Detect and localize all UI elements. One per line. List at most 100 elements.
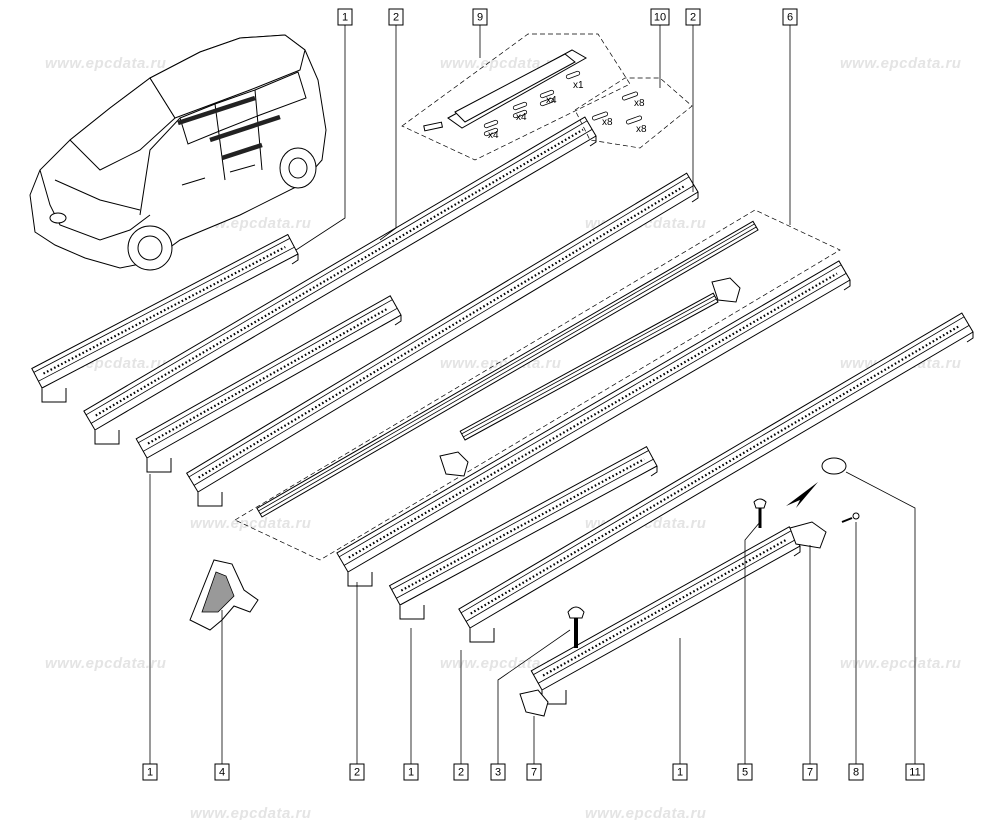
bolt-part: [567, 606, 585, 648]
callout-number: 1: [408, 767, 414, 779]
roof-rail-track: [530, 526, 801, 705]
callout-frame: [453, 763, 469, 781]
callout-box: 11: [905, 763, 925, 781]
callout-frame: [905, 763, 925, 781]
callout-box: 4: [214, 763, 230, 781]
roof-rail-track: [459, 292, 719, 441]
callout-box: 2: [388, 8, 404, 26]
quantity-label: x8: [634, 98, 645, 109]
quantity-label: x4: [488, 130, 499, 141]
watermark-layer: www.epcdata.ru www.epcdata.ru www.epcdat…: [45, 55, 961, 820]
callout-number: 1: [677, 767, 683, 779]
watermark: www.epcdata.ru: [440, 55, 561, 72]
end-cap-part: [439, 451, 469, 477]
kit-9-outline: [401, 33, 631, 161]
watermark: www.epcdata.ru: [440, 655, 561, 672]
callout-box: 1: [403, 763, 419, 781]
callout-box: 1: [142, 763, 158, 781]
roof-rail-track: [336, 260, 851, 587]
arrow-indicator: [786, 482, 818, 508]
callout-frame: [672, 763, 688, 781]
end-cap-part: [519, 689, 549, 717]
watermark: www.epcdata.ru: [45, 655, 166, 672]
roof-rail-track: [31, 233, 299, 403]
kit-10-contents: x8 x8 x8: [591, 91, 647, 135]
callout-frame: [650, 8, 670, 26]
leader-lines: [149, 25, 916, 764]
callout-number: 2: [458, 767, 464, 779]
callout-box: 1: [672, 763, 688, 781]
adhesive-strip: [423, 121, 444, 132]
callout-box: 1: [337, 8, 353, 26]
kit-outlines: [234, 33, 841, 561]
callout-box: 6: [782, 8, 798, 26]
vehicle-illustration: [29, 34, 327, 271]
callout-number: 10: [654, 12, 666, 24]
callout-frame: [214, 763, 230, 781]
quantity-label: x8: [602, 117, 613, 128]
callout-box: 8: [848, 763, 864, 781]
quantity-label: x4: [546, 95, 557, 106]
rail-clip-part: [789, 521, 827, 549]
callout-number: 1: [147, 767, 153, 779]
end-cap-part: [711, 277, 741, 303]
callout-box: 2: [453, 763, 469, 781]
callout-frame: [802, 763, 818, 781]
callout-box: 3: [490, 763, 506, 781]
callout-number: 7: [807, 767, 813, 779]
callout-box: 9: [472, 8, 488, 26]
small-screw-part: [841, 512, 860, 523]
callout-frame: [337, 8, 353, 26]
cap-plug-part: [821, 457, 847, 475]
quantity-label: x1: [573, 80, 584, 91]
callout-frame: [737, 763, 753, 781]
callout-number: 2: [354, 767, 360, 779]
watermark: www.epcdata.ru: [190, 805, 311, 820]
callout-frame: [526, 763, 542, 781]
callouts-top: 1 2 9 10 2 6: [337, 8, 798, 26]
roof-rail-track: [458, 312, 974, 643]
callout-number: 8: [853, 767, 859, 779]
watermark: www.epcdata.ru: [190, 515, 311, 532]
callout-frame: [490, 763, 506, 781]
watermark: www.epcdata.ru: [840, 655, 961, 672]
roof-rail-track: [83, 116, 597, 445]
quantity-label: x8: [636, 124, 647, 135]
callout-frame: [472, 8, 488, 26]
rail-group: [31, 116, 974, 705]
callout-number: 5: [742, 767, 748, 779]
callout-number: 2: [690, 12, 696, 24]
kit-6-outline: [234, 209, 841, 561]
callout-frame: [848, 763, 864, 781]
callout-number: 3: [495, 767, 501, 779]
watermark: www.epcdata.ru: [840, 55, 961, 72]
callout-frame: [403, 763, 419, 781]
callout-box: 2: [685, 8, 701, 26]
callout-number: 2: [393, 12, 399, 24]
roof-rail-track: [388, 445, 658, 620]
adhesive-strip: [454, 53, 576, 123]
callout-number: 1: [342, 12, 348, 24]
callout-box: 5: [737, 763, 753, 781]
roof-rail-track: [256, 220, 759, 518]
callouts-bottom: 1 4 2 1 2 3 7 1 5 7 8 11: [142, 763, 925, 781]
callout-frame: [349, 763, 365, 781]
rail-key-tool-inner: [201, 571, 235, 613]
callout-frame: [782, 8, 798, 26]
small-parts: [189, 277, 860, 717]
kit-10-outline: [574, 77, 693, 149]
callout-number: 9: [477, 12, 483, 24]
callout-frame: [685, 8, 701, 26]
callout-number: 11: [909, 767, 920, 779]
callout-number: 7: [531, 767, 537, 779]
quantity-label: x4: [516, 112, 527, 123]
screw-part: [753, 498, 767, 528]
watermark: www.epcdata.ru: [45, 55, 166, 72]
callout-number: 6: [787, 12, 793, 24]
callout-box: 7: [802, 763, 818, 781]
callout-box: 10: [650, 8, 670, 26]
roof-rail-track: [185, 172, 699, 507]
callout-box: 2: [349, 763, 365, 781]
callout-number: 4: [219, 767, 225, 779]
